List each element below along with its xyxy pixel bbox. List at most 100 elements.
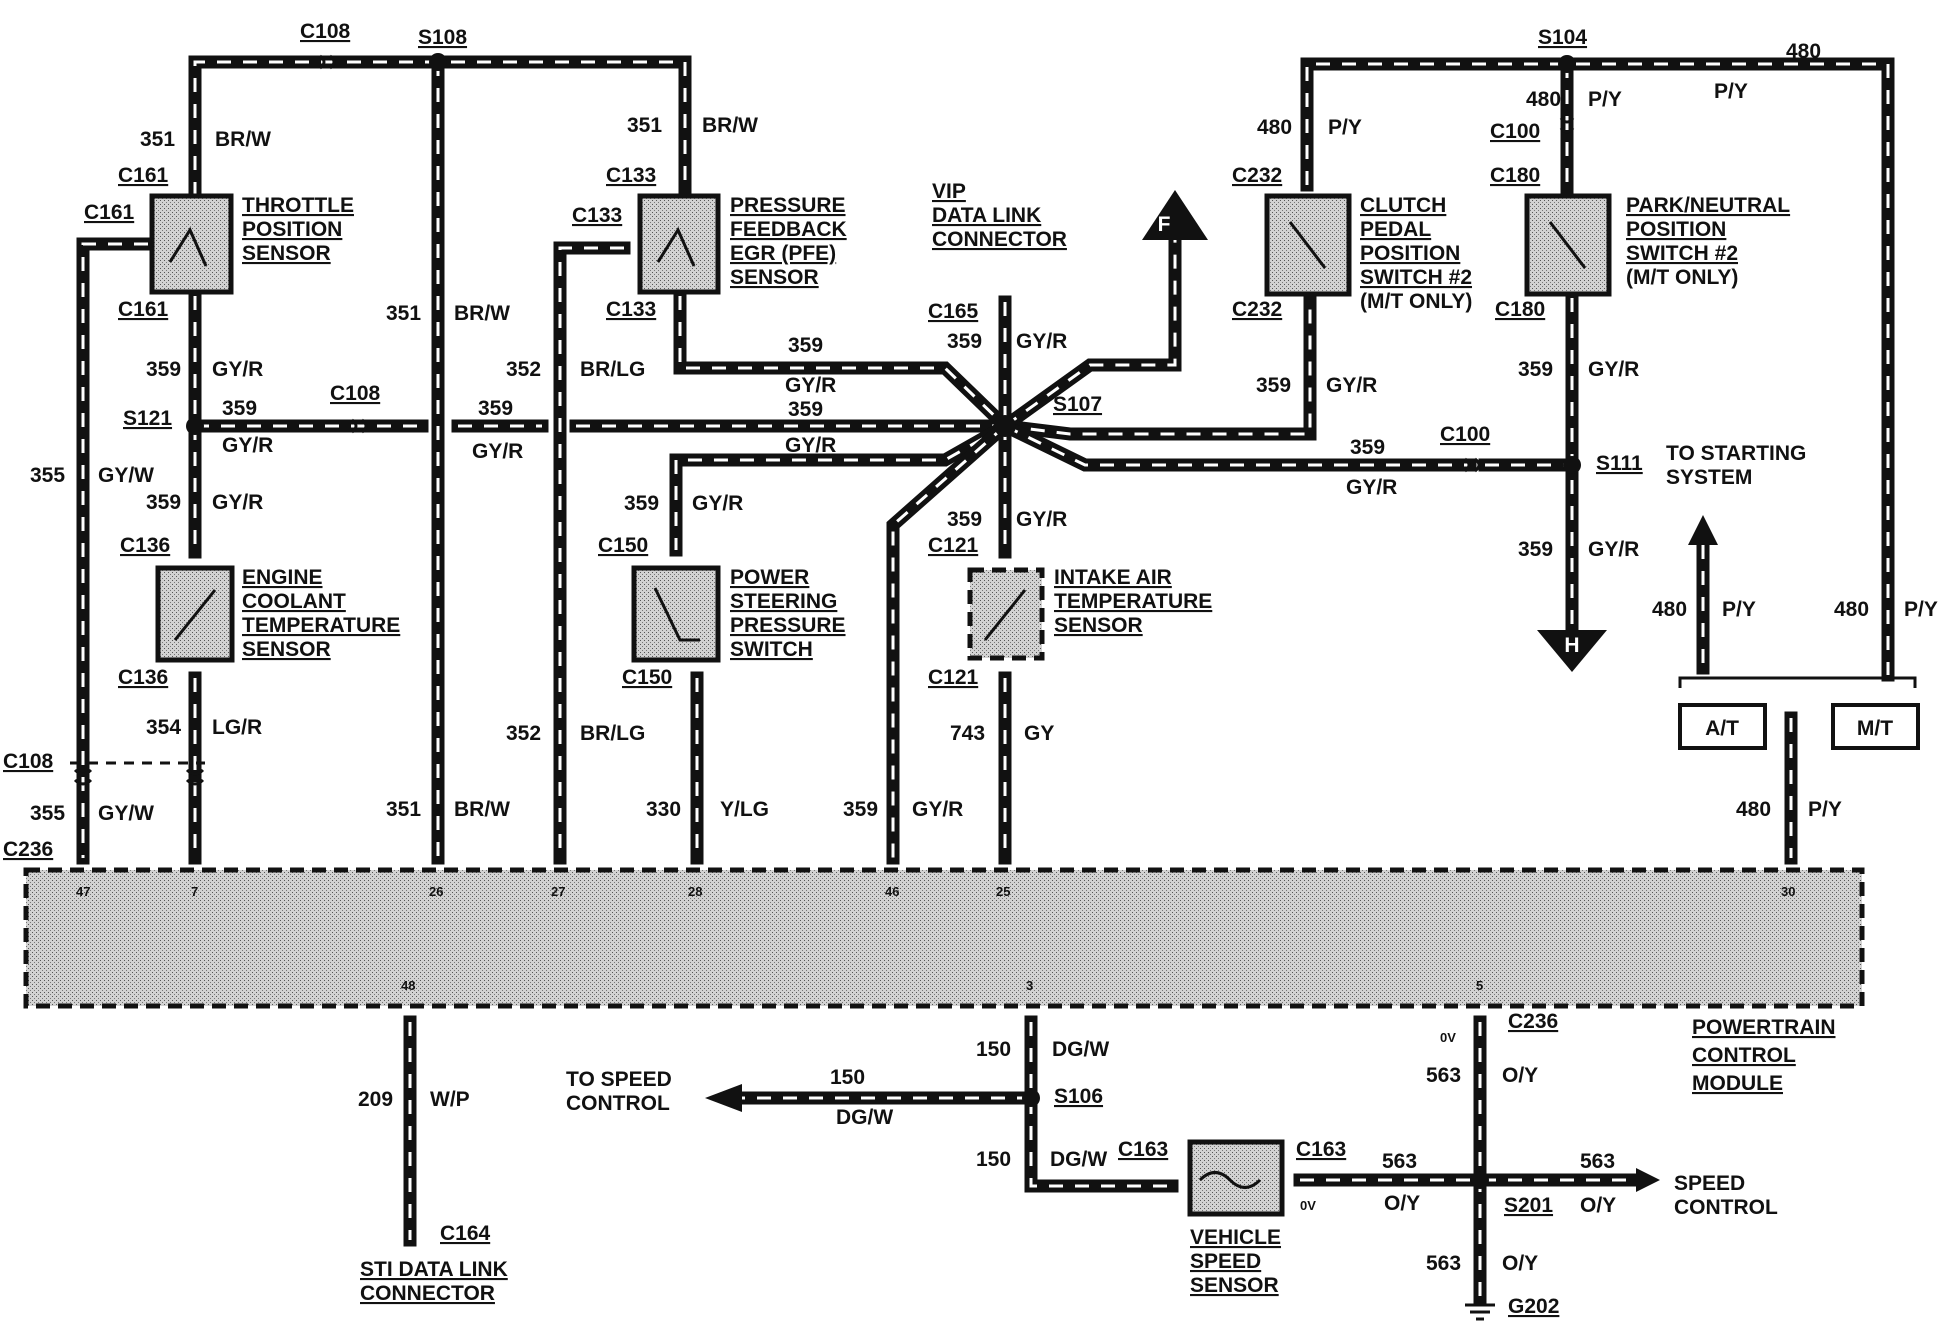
wire-py-c: P/Y — [1328, 116, 1362, 139]
wire-359-e: 359 — [788, 334, 823, 357]
label-c100-a: C100 — [1490, 120, 1540, 143]
iat-line-1: INTAKE AIR — [1054, 566, 1172, 589]
label-c150-a: C150 — [598, 534, 648, 557]
wire-743: 743 — [950, 722, 985, 745]
label-c108-top: C108 — [300, 20, 351, 43]
throttle-position-sensor-box — [149, 193, 234, 295]
wire-dgw-a: DG/W — [1052, 1038, 1109, 1061]
wire-py-e: P/Y — [1904, 598, 1938, 621]
wire-563-d: 563 — [1426, 1252, 1461, 1275]
wire-330: 330 — [646, 798, 681, 821]
vss-box — [1187, 1139, 1285, 1217]
wire-brw-b: BR/W — [702, 114, 758, 137]
pin-7: 7 — [191, 884, 198, 899]
s104-dot — [1558, 55, 1576, 73]
vip-line-1: VIP — [932, 180, 966, 203]
wire-brw-d: BR/W — [454, 798, 510, 821]
wire-py-f: P/Y — [1808, 798, 1842, 821]
arrow-up — [1688, 515, 1718, 545]
wire-gyr-f: GY/R — [785, 434, 836, 457]
wire-480-a: 480 — [1786, 40, 1821, 63]
wire-gyr-c: GY/R — [212, 491, 263, 514]
ect-line-3: TEMPERATURE — [242, 614, 400, 637]
wire-355-b: 355 — [30, 802, 65, 825]
pfe-line-1: PRESSURE — [730, 194, 846, 217]
wire-351-b: 351 — [627, 114, 662, 137]
label-c232-b: C232 — [1232, 298, 1282, 321]
sti-line-2: CONNECTOR — [360, 1282, 495, 1305]
wire-480-b: 480 — [1526, 88, 1561, 111]
wire-gyr-d: GY/R — [472, 440, 523, 463]
arrow-speed-control — [1636, 1168, 1660, 1192]
wire-359-a: 359 — [146, 358, 181, 381]
wire-359-m: 359 — [1518, 358, 1553, 381]
s121-dot — [186, 417, 204, 435]
wire-gyw-a: GY/W — [98, 464, 154, 487]
splice-dots — [186, 53, 1581, 1189]
mt-label: M/T — [1857, 717, 1893, 740]
component-labels: THROTTLE POSITION SENSOR PRESSURE FEEDBA… — [242, 180, 1893, 1305]
wire-351-a: 351 — [140, 128, 175, 151]
wire-dgw-b: DG/W — [836, 1106, 893, 1129]
label-c236-b: C236 — [1508, 1010, 1558, 1033]
wire-oy-c: O/Y — [1580, 1194, 1616, 1217]
label-c150-b: C150 — [622, 666, 672, 689]
at-label: A/T — [1705, 717, 1739, 740]
label-c133-a: C133 — [606, 164, 656, 187]
voltage-label-2: 0V — [1300, 1198, 1316, 1213]
components — [23, 193, 1920, 1217]
wire-wp: W/P — [430, 1088, 470, 1111]
pcm-box — [23, 867, 1865, 1009]
cpp-line-3: POSITION — [1360, 242, 1460, 265]
wire-352-b: 352 — [506, 722, 541, 745]
cpp-line-2: PEDAL — [1360, 218, 1431, 241]
label-c161-c: C161 — [118, 298, 169, 321]
wire-brw-c: BR/W — [454, 302, 510, 325]
wire-359-c: 359 — [146, 491, 181, 514]
label-c163-b: C163 — [1296, 1138, 1346, 1161]
wire-lgr: LG/R — [212, 716, 262, 739]
label-c163-a: C163 — [1118, 1138, 1168, 1161]
label-c133-c: C133 — [606, 298, 656, 321]
pin-48: 48 — [401, 978, 415, 993]
wire-150-b: 150 — [830, 1066, 865, 1089]
label-c236-a: C236 — [3, 838, 53, 861]
label-c165: C165 — [928, 300, 979, 323]
speed-control-line-2: CONTROL — [1674, 1196, 1778, 1219]
vip-line-2: DATA LINK — [932, 204, 1041, 227]
wire-150-c: 150 — [976, 1148, 1011, 1171]
wire-359-b: 359 — [222, 397, 257, 420]
tps-line-3: SENSOR — [242, 242, 331, 265]
wire-gyr-l: GY/R — [1346, 476, 1397, 499]
wire-oy-d: O/Y — [1502, 1252, 1538, 1275]
wire-oy-b: O/Y — [1384, 1192, 1420, 1215]
wire-gyr-e: GY/R — [785, 374, 836, 397]
to-starting-line-1: TO STARTING — [1666, 442, 1806, 465]
vip-line-3: CONNECTOR — [932, 228, 1067, 251]
cpp-line-4: SWITCH #2 — [1360, 266, 1472, 289]
wire-labels: 351 BR/W 351 BR/W 351 BR/W 351 BR/W 352 … — [30, 40, 1938, 1275]
pin-30: 30 — [1781, 884, 1795, 899]
cpp-line-5: (M/T ONLY) — [1360, 290, 1472, 313]
pin-3: 3 — [1026, 978, 1033, 993]
vss-line-1: VEHICLE — [1190, 1226, 1281, 1249]
wire-gyw-b: GY/W — [98, 802, 154, 825]
wire-py-d: P/Y — [1722, 598, 1756, 621]
label-c108-mid: C108 — [330, 382, 381, 405]
wire-359-h: 359 — [624, 492, 659, 515]
label-c161-b: C161 — [84, 201, 135, 224]
psp-line-4: SWITCH — [730, 638, 813, 661]
wire-gyr-k: GY/R — [1326, 374, 1377, 397]
arrow-h-label: H — [1564, 634, 1579, 657]
pnp-line-4: (M/T ONLY) — [1626, 266, 1738, 289]
vss-line-3: SENSOR — [1190, 1274, 1279, 1297]
to-speed-line-1: TO SPEED — [566, 1068, 672, 1091]
pcm-line-2: CONTROL — [1692, 1044, 1796, 1067]
label-s107: S107 — [1053, 393, 1102, 416]
tps-line-2: POSITION — [242, 218, 342, 241]
wire-359-f: 359 — [788, 398, 823, 421]
wire-563-a: 563 — [1426, 1064, 1461, 1087]
s106-dot — [1022, 1089, 1040, 1107]
wire-gyr-i: GY/R — [1016, 508, 1067, 531]
pfe-sensor-box — [637, 193, 721, 295]
